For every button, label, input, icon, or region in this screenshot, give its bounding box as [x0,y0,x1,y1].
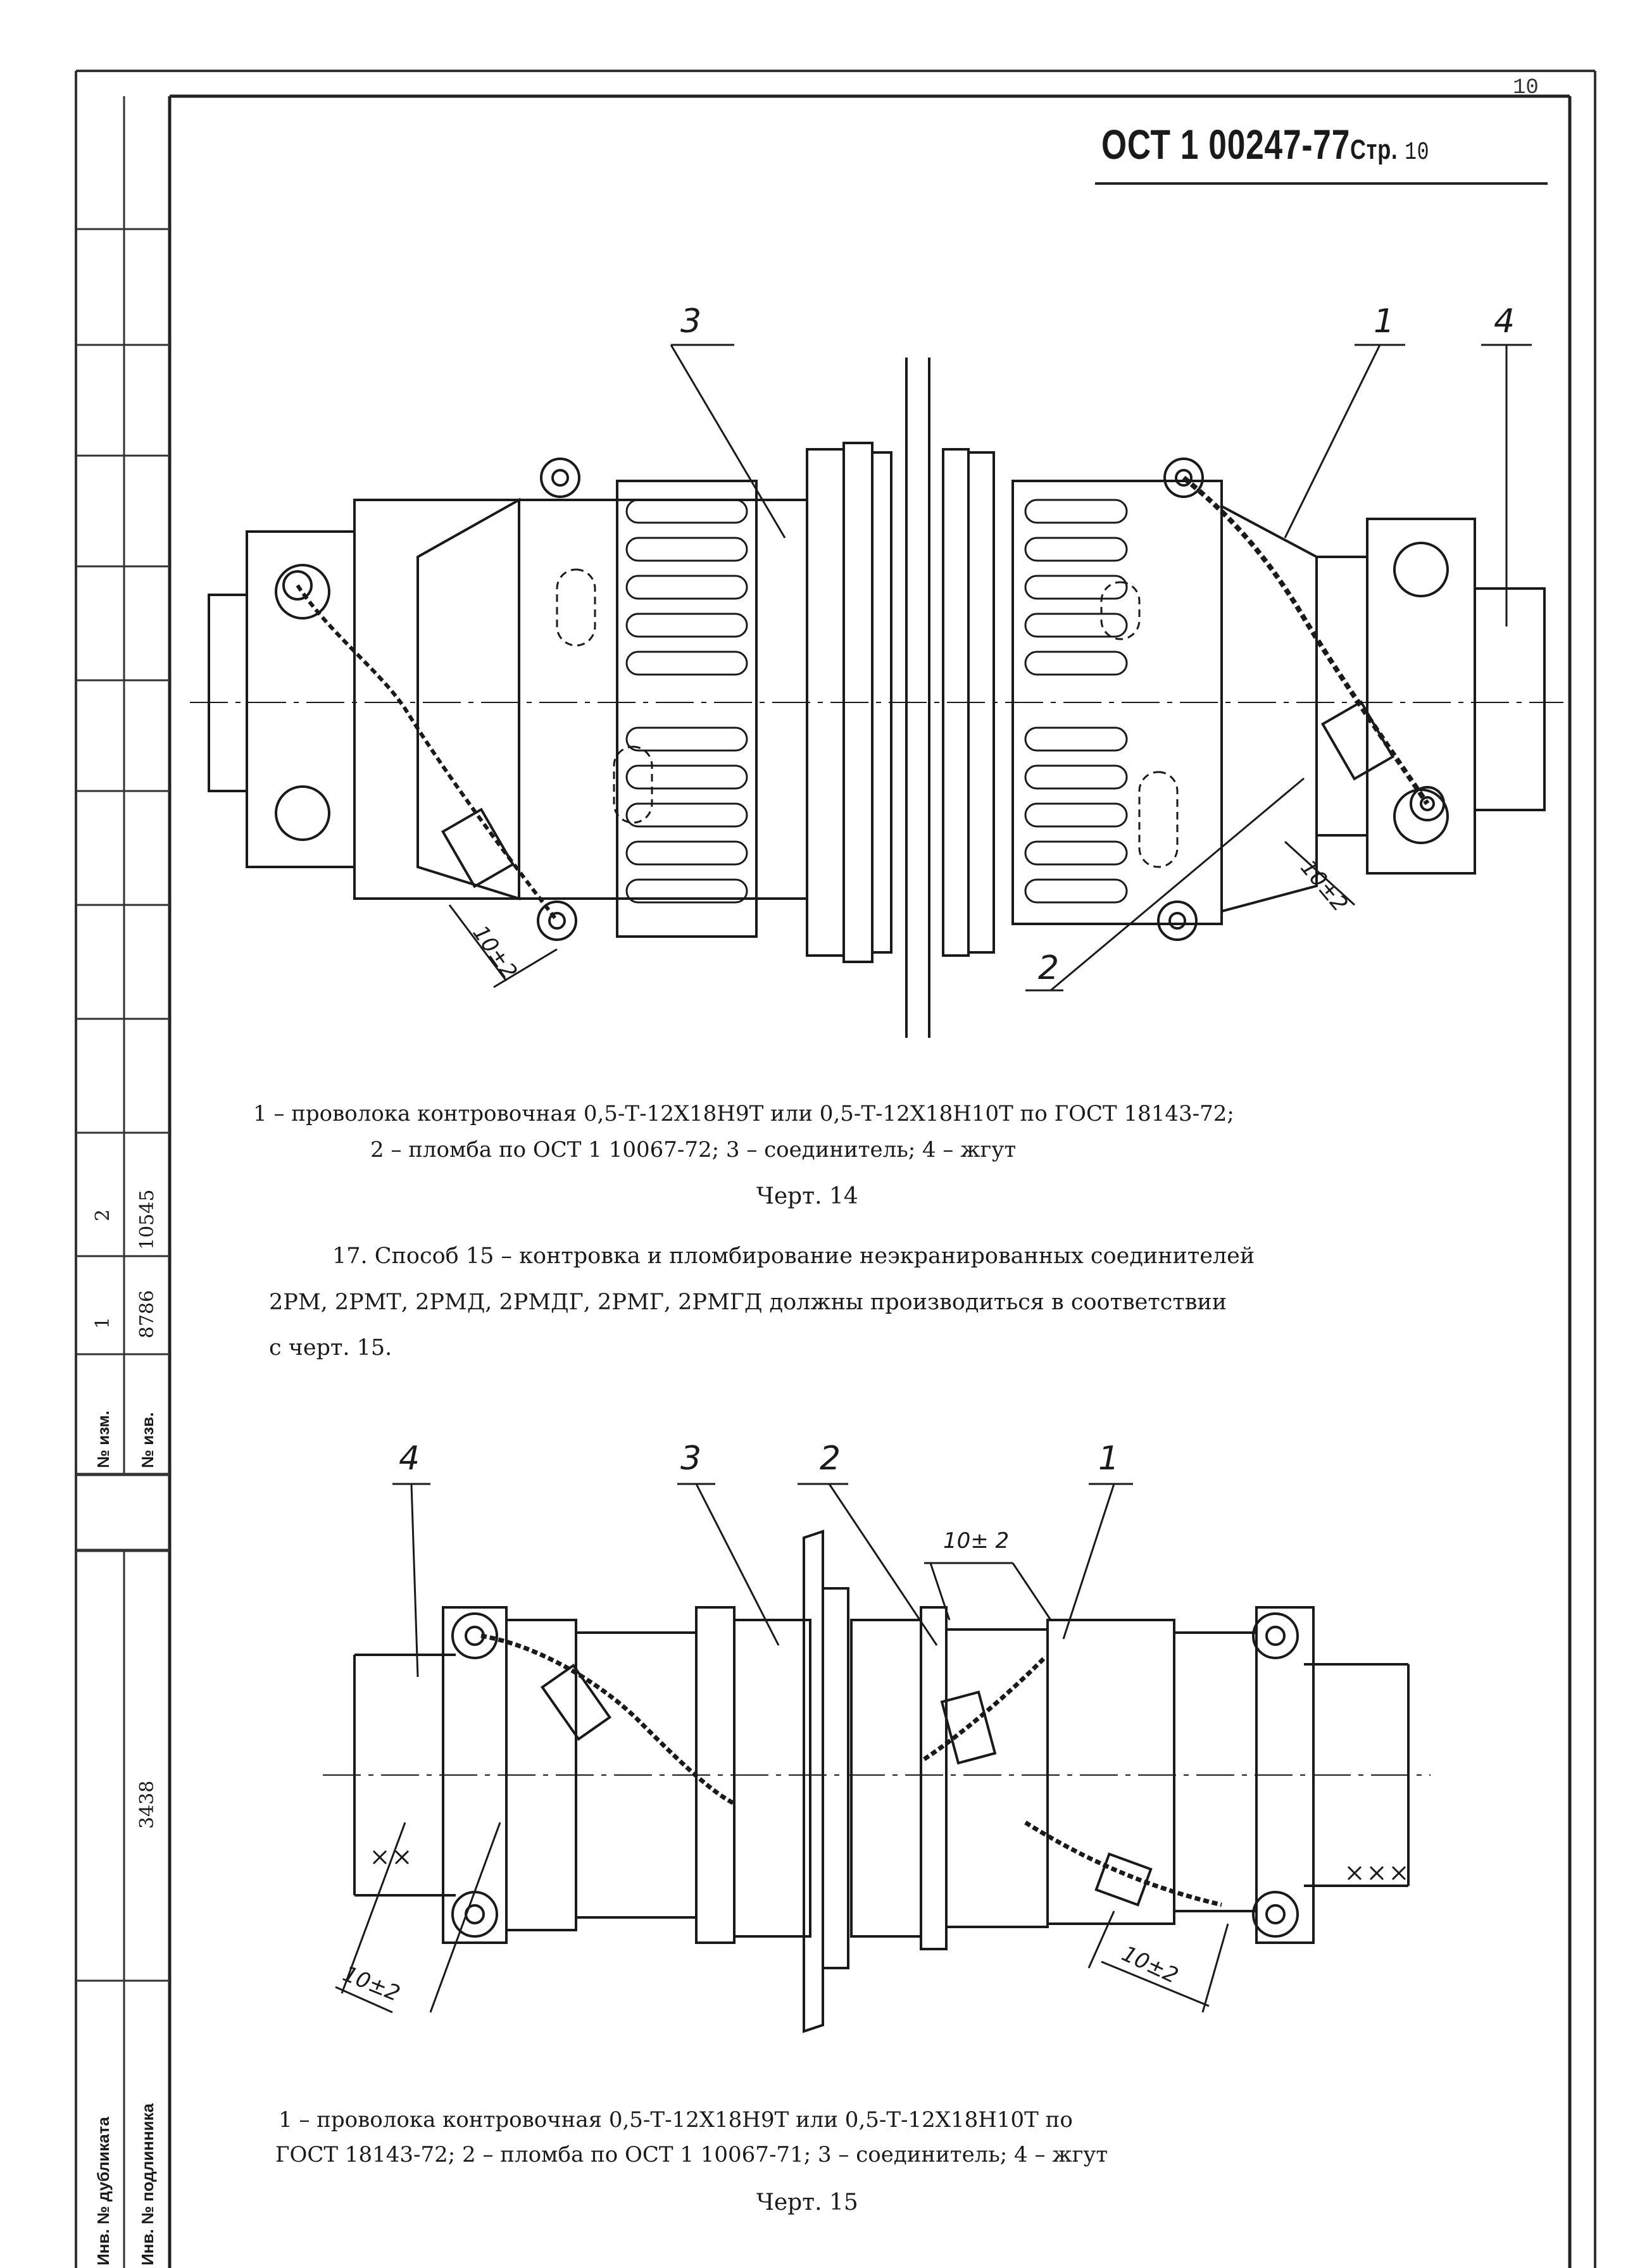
fig15-callout-4: 4 [399,1440,420,1478]
page-label: Стр. [1350,134,1398,165]
fig15-callout-2: 2 [820,1440,841,1478]
standard-designation: ОСТ 1 00247-77 [1101,121,1351,168]
fig14-callout-4: 4 [1494,302,1515,340]
fig14-callout-3: 3 [680,302,702,340]
document-header: ОСТ 1 00247-77Стр.10 [1101,120,1429,168]
fig15-callout-3: 3 [680,1440,702,1478]
page-number-corner: 10 [1513,76,1539,100]
fig14-callout-2: 2 [1038,949,1060,987]
fig14-caption-line2: 2 – пломба по ОСТ 1 10067-72; 3 – соедин… [370,1137,1017,1162]
fig14-caption-line1: 1 – проволока контровочная 0,5-Т-12Х18Н9… [253,1101,1234,1126]
paragraph-17-line2: 2РМ, 2РМТ, 2РМД, 2РМДГ, 2РМГ, 2РМГД долж… [269,1290,1227,1315]
paragraph-17-line1: 17. Способ 15 – контровка и пломбировани… [332,1243,1255,1269]
fig14-callout-1: 1 [1374,302,1395,340]
fig15-dimension-top: 10± 2 [943,1528,1010,1554]
fig15-title: Черт. 15 [756,2190,858,2215]
fig14-title: Черт. 14 [756,1183,858,1209]
fig15-caption-line2: ГОСТ 18143-72; 2 – пломба по ОСТ 1 10067… [275,2142,1108,2167]
paragraph-17-line3: с черт. 15. [269,1335,392,1361]
fig15-callout-1: 1 [1098,1440,1120,1478]
page-number: 10 [1405,139,1430,167]
fig15-caption-line1: 1 – проволока контровочная 0,5-Т-12Х18Н9… [279,2107,1073,2133]
